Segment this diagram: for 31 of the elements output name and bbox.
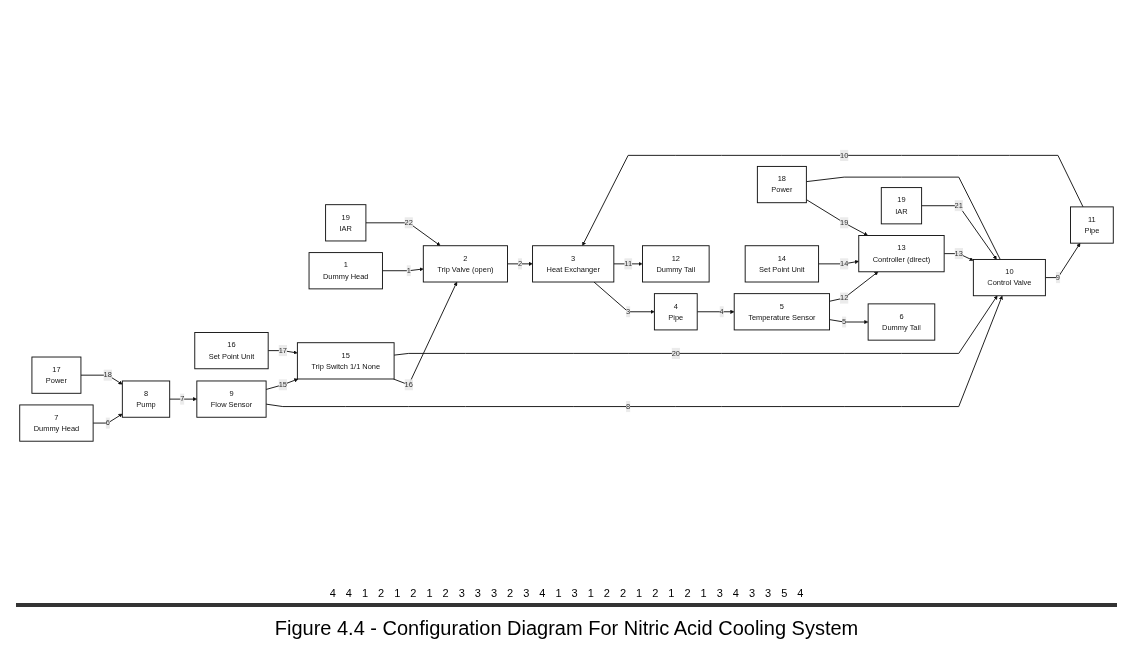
port-number: 1 [425,587,434,599]
port-number: 3 [747,587,756,599]
port-number: 2 [409,587,418,599]
port-number: 4 [538,587,547,599]
port-number: 2 [683,587,692,599]
port-number: 2 [651,587,660,599]
port-number: 1 [554,587,563,599]
figure-caption: Figure 4.4 - Configuration Diagram For Nitric Acid Cooling System [16,603,1117,650]
port-number: 5 [780,587,789,599]
port-number: 1 [699,587,708,599]
port-number: 2 [618,587,627,599]
port-number: 1 [667,587,676,599]
port-number: 4 [328,587,337,599]
port-number: 1 [635,587,644,599]
port-number: 2 [602,587,611,599]
port-number: 3 [457,587,466,599]
port-number: 3 [715,587,724,599]
port-number: 3 [764,587,773,599]
port-number: 3 [522,587,531,599]
port-number: 4 [344,587,353,599]
port-number: 3 [473,587,482,599]
port-number: 4 [796,587,805,599]
port-number: 2 [441,587,450,599]
port-number: 1 [586,587,595,599]
port-number: 3 [489,587,498,599]
port-number: 2 [377,587,386,599]
port-number: 1 [360,587,369,599]
port-number: 4 [731,587,740,599]
port-number: 2 [506,587,515,599]
port-number: 1 [393,587,402,599]
port-number: 3 [570,587,579,599]
